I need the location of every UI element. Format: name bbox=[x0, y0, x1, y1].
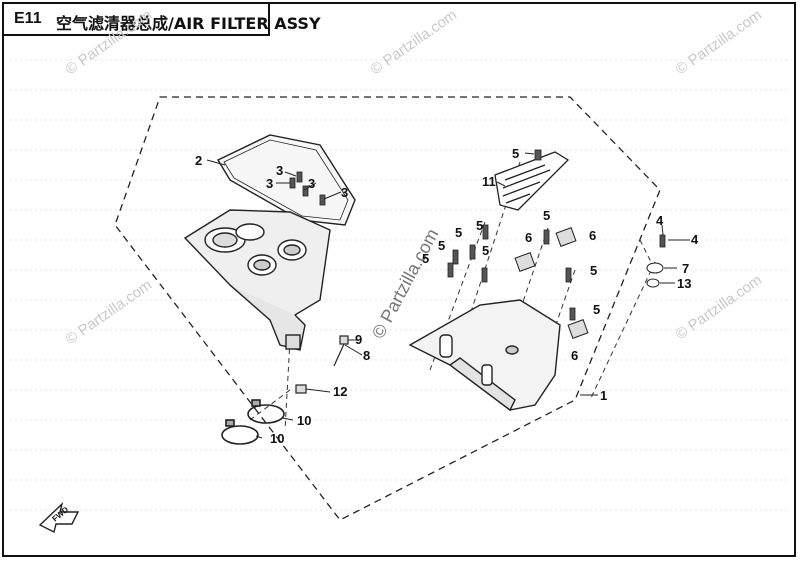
watermark-4: © Partzilla.com bbox=[63, 276, 156, 348]
part-10-clamps bbox=[221, 399, 285, 445]
callout-2: 2 bbox=[195, 153, 202, 168]
diagram-title: 空气滤清器总成/AIR FILTER ASSY bbox=[56, 14, 321, 33]
watermark-1: © Partzilla.com bbox=[63, 6, 156, 78]
part-1-housing bbox=[408, 299, 561, 412]
callout-12: 12 bbox=[333, 384, 347, 399]
callout-3d: 3 bbox=[341, 185, 348, 200]
part-7-13 bbox=[646, 262, 664, 288]
diagram-code: E11 bbox=[14, 10, 42, 27]
callout-3b: 3 bbox=[266, 176, 273, 191]
callout-5e: 5 bbox=[422, 251, 429, 266]
watermark-2: © Partzilla.com bbox=[368, 6, 461, 78]
callout-4a: 4 bbox=[656, 213, 664, 228]
callout-7: 7 bbox=[682, 261, 689, 276]
callout-5b: 5 bbox=[476, 218, 483, 233]
watermark-3: © Partzilla.com bbox=[673, 6, 766, 78]
callout-6b: 6 bbox=[589, 228, 596, 243]
title-box: E11 空气滤清器总成/AIR FILTER ASSY bbox=[2, 2, 321, 36]
callout-9: 9 bbox=[355, 332, 362, 347]
fwd-arrow-icon: FWD bbox=[38, 501, 80, 534]
part-6-grommets bbox=[514, 227, 589, 339]
callout-5a: 5 bbox=[512, 146, 519, 161]
callout-5c: 5 bbox=[455, 225, 462, 240]
background-grid bbox=[10, 59, 790, 511]
callout-13: 13 bbox=[677, 276, 691, 291]
callout-11: 11 bbox=[482, 174, 496, 189]
callout-3a: 3 bbox=[276, 163, 283, 178]
callout-1: 1 bbox=[600, 388, 607, 403]
callout-5f: 5 bbox=[482, 243, 489, 258]
callout-labels: 2 3 3 3 3 4 4 5 5 5 5 5 5 5 5 6 6 6 7 8 … bbox=[195, 146, 699, 446]
callout-8: 8 bbox=[363, 348, 370, 363]
part-11-filter-element bbox=[494, 151, 570, 211]
callout-10a: 10 bbox=[297, 413, 311, 428]
callout-5d: 5 bbox=[438, 238, 445, 253]
airbox-body bbox=[183, 209, 331, 351]
watermark-center: © Partzilla.com bbox=[368, 225, 443, 341]
callout-3c: 3 bbox=[308, 176, 315, 191]
callout-5h: 5 bbox=[590, 263, 597, 278]
callout-10b: 10 bbox=[270, 431, 284, 446]
callout-5i: 5 bbox=[593, 302, 600, 317]
callouts bbox=[206, 152, 690, 439]
callout-6c: 6 bbox=[571, 348, 578, 363]
callout-4b: 4 bbox=[691, 232, 699, 247]
callout-5g: 5 bbox=[543, 208, 550, 223]
assembly-outline bbox=[114, 96, 661, 521]
callout-6a: 6 bbox=[525, 230, 532, 245]
screws bbox=[289, 149, 666, 321]
